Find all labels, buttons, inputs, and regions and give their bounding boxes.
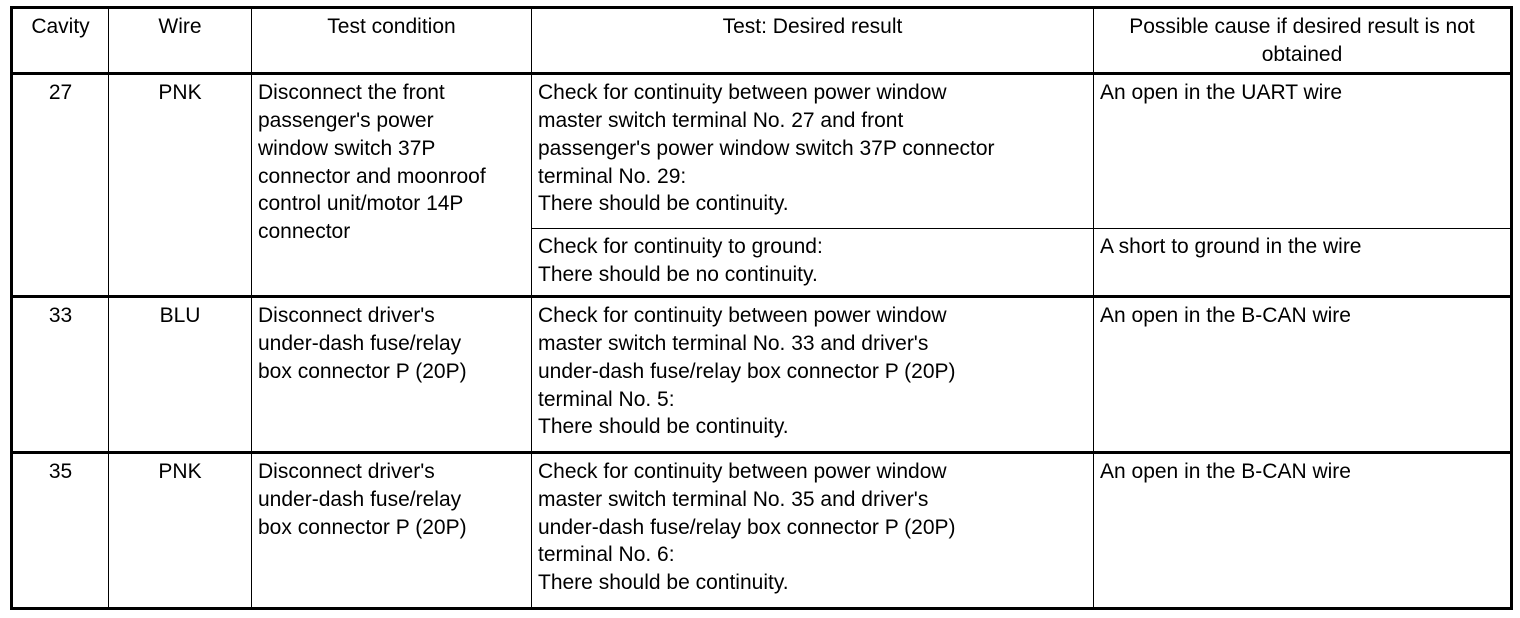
cell-possible-cause: An open in the B-CAN wire (1093, 451, 1512, 609)
test-condition-text: Disconnect driver's under-dash fuse/rela… (258, 304, 467, 383)
test-desired-result-text: Check for continuity between power windo… (538, 460, 956, 595)
cell-wire: PNK (108, 451, 252, 609)
test-desired-result-text: Check for continuity between power windo… (538, 81, 995, 216)
cell-possible-cause: An open in the B-CAN wire (1093, 295, 1512, 454)
cell-cavity: 33 (11, 295, 109, 454)
cell-test-condition: Disconnect driver's under-dash fuse/rela… (251, 295, 532, 454)
table-row: 27 PNK Disconnect the front passenger's … (11, 72, 1512, 298)
cell-cavity: 27 (11, 72, 109, 298)
column-header-wire: Wire (108, 6, 252, 76)
possible-cause-text: A short to ground in the wire (1100, 235, 1362, 259)
column-header-test-desired-result: Test: Desired result (531, 6, 1094, 76)
table-body: 27 PNK Disconnect the front passenger's … (11, 72, 1512, 609)
cell-cavity: 35 (11, 451, 109, 609)
table-row: 35 PNK Disconnect driver's under-dash fu… (11, 451, 1512, 609)
table-header: Cavity Wire Test condition Test: Desired… (11, 6, 1512, 76)
cell-wire: BLU (108, 295, 252, 454)
cell-test-desired-result: Check for continuity between power windo… (531, 72, 1094, 230)
test-condition-text: Disconnect driver's under-dash fuse/rela… (258, 460, 467, 539)
cell-test-condition: Disconnect the front passenger's power w… (251, 72, 532, 298)
possible-cause-text: An open in the B-CAN wire (1100, 460, 1351, 484)
table-row: 33 BLU Disconnect driver's under-dash fu… (11, 295, 1512, 454)
diagnostic-troubleshooting-table: Cavity Wire Test condition Test: Desired… (10, 6, 1513, 610)
cell-test-condition: Disconnect driver's under-dash fuse/rela… (251, 451, 532, 609)
column-header-cavity: Cavity (11, 6, 109, 76)
cell-test-desired-result: Check for continuity between power windo… (531, 451, 1094, 609)
possible-cause-text: An open in the B-CAN wire (1100, 304, 1351, 328)
possible-cause-text: An open in the UART wire (1100, 81, 1343, 105)
cell-wire: PNK (108, 72, 252, 298)
test-desired-result-text: Check for continuity to ground: There sh… (538, 235, 823, 286)
cell-possible-cause: An open in the UART wire (1093, 72, 1512, 230)
cell-test-desired-result: Check for continuity between power windo… (531, 295, 1094, 454)
cell-test-desired-result: Check for continuity to ground: There sh… (531, 228, 1094, 298)
table-row: Check for continuity to ground: There sh… (12, 228, 1512, 298)
test-condition-text: Disconnect the front passenger's power w… (258, 81, 486, 244)
cell-possible-cause: A short to ground in the wire (1093, 228, 1512, 298)
test-desired-result-text: Check for continuity between power windo… (538, 304, 956, 439)
column-header-possible-cause: Possible cause if desired result is not … (1093, 6, 1512, 76)
header-row: Cavity Wire Test condition Test: Desired… (11, 6, 1512, 76)
column-header-test-condition: Test condition (251, 6, 532, 76)
